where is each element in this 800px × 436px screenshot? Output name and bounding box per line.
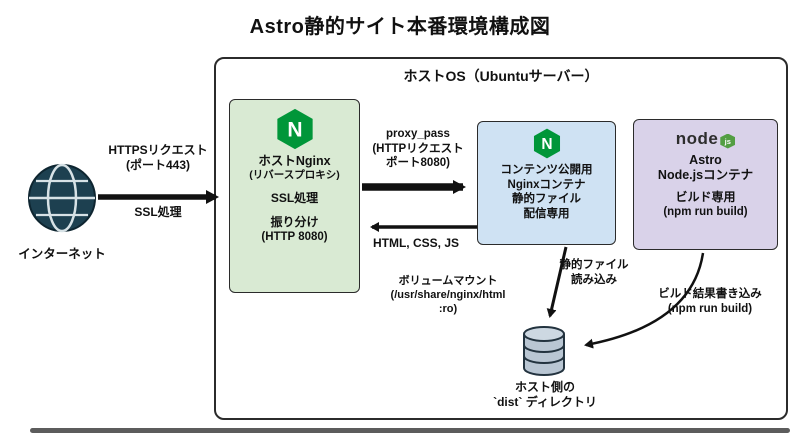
diagram-title: Astro静的サイト本番環境構成図 [249, 16, 551, 38]
dist-label-line1: ホスト側の [514, 380, 575, 394]
https-request-line2: (ポート443) [125, 158, 190, 172]
nginx-icon: N [533, 128, 560, 159]
nginx-icon: N [276, 108, 313, 150]
content-nginx-box: N コンテンツ公開用 Nginxコンテナ 静的ファイル 配信専用 [477, 121, 616, 245]
build-write-line2: (npm run build) [667, 302, 753, 315]
nginx-letter: N [541, 136, 552, 153]
proxy-pass-line3: ポート8080) [386, 157, 450, 169]
nginx-letter: N [287, 119, 302, 142]
content-nginx-line4: 配信専用 [523, 207, 570, 220]
static-read-line1: 静的ファイル [559, 259, 629, 271]
host-nginx-subtitle: (リバースプロキシ) [249, 169, 340, 181]
node-line3: ビルド専用 [675, 190, 736, 204]
node-line2: Node.jsコンテナ [657, 168, 754, 182]
internet-label: インターネット [18, 247, 106, 261]
volume-mount-label: ボリュームマウント (/usr/share/nginx/html :ro) [378, 274, 518, 316]
node-line1: Astro [689, 153, 722, 167]
content-nginx-line2: Nginxコンテナ [507, 178, 586, 191]
host-nginx-box: N ホストNginx (リバースプロキシ) SSL処理 振り分け (HTTP 8… [229, 99, 360, 293]
response-label: HTML, CSS, JS [372, 236, 459, 250]
dist-label-line2: `dist` ディレクトリ [493, 395, 597, 409]
build-write-label: ビルド結果書き込み (npm run build) [635, 287, 785, 316]
dist-directory-label: ホスト側の `dist` ディレクトリ [455, 380, 635, 410]
static-read-label: 静的ファイル 読み込み [550, 258, 638, 287]
ssl-processing-label: SSL処理 [134, 205, 182, 219]
node-line4: (npm run build) [663, 206, 748, 218]
proxy-pass-line2: (HTTPリクエスト [372, 142, 464, 155]
host-nginx-name: ホストNginx [258, 154, 331, 168]
nodejs-logo-word: node [675, 129, 719, 148]
node-container-box: node js Astro Node.jsコンテナ ビルド専用 (npm run… [633, 119, 778, 250]
volume-mount-line1: ボリュームマウント [398, 275, 498, 287]
build-write-line1: ビルド結果書き込み [658, 288, 762, 300]
content-nginx-line1: コンテンツ公開用 [500, 164, 593, 176]
volume-mount-line2: (/usr/share/nginx/html [390, 289, 506, 301]
host-nginx-ssl: SSL処理 [270, 191, 319, 205]
static-read-line2: 読み込み [571, 273, 617, 286]
proxy-pass-label: proxy_pass (HTTPリクエスト ポート8080) [360, 127, 476, 171]
dist-database-icon [517, 324, 571, 378]
volume-mount-line3: :ro) [438, 303, 458, 315]
nodejs-js-hex-icon: js [720, 133, 736, 149]
https-request-label: HTTPSリクエスト (ポート443) [94, 143, 222, 173]
content-nginx-line3: 静的ファイル [512, 193, 581, 205]
nodejs-logo-icon: node js [676, 129, 736, 149]
host-nginx-dispatch: 振り分け [270, 215, 319, 229]
https-request-line1: HTTPSリクエスト [108, 143, 208, 157]
bottom-edge-divider [30, 428, 790, 433]
internet-globe-icon [26, 162, 98, 234]
host-os-label: ホストOS（Ubuntuサーバー） [403, 68, 599, 84]
host-nginx-port: (HTTP 8080) [261, 231, 328, 243]
proxy-pass-line1: proxy_pass [386, 128, 450, 140]
